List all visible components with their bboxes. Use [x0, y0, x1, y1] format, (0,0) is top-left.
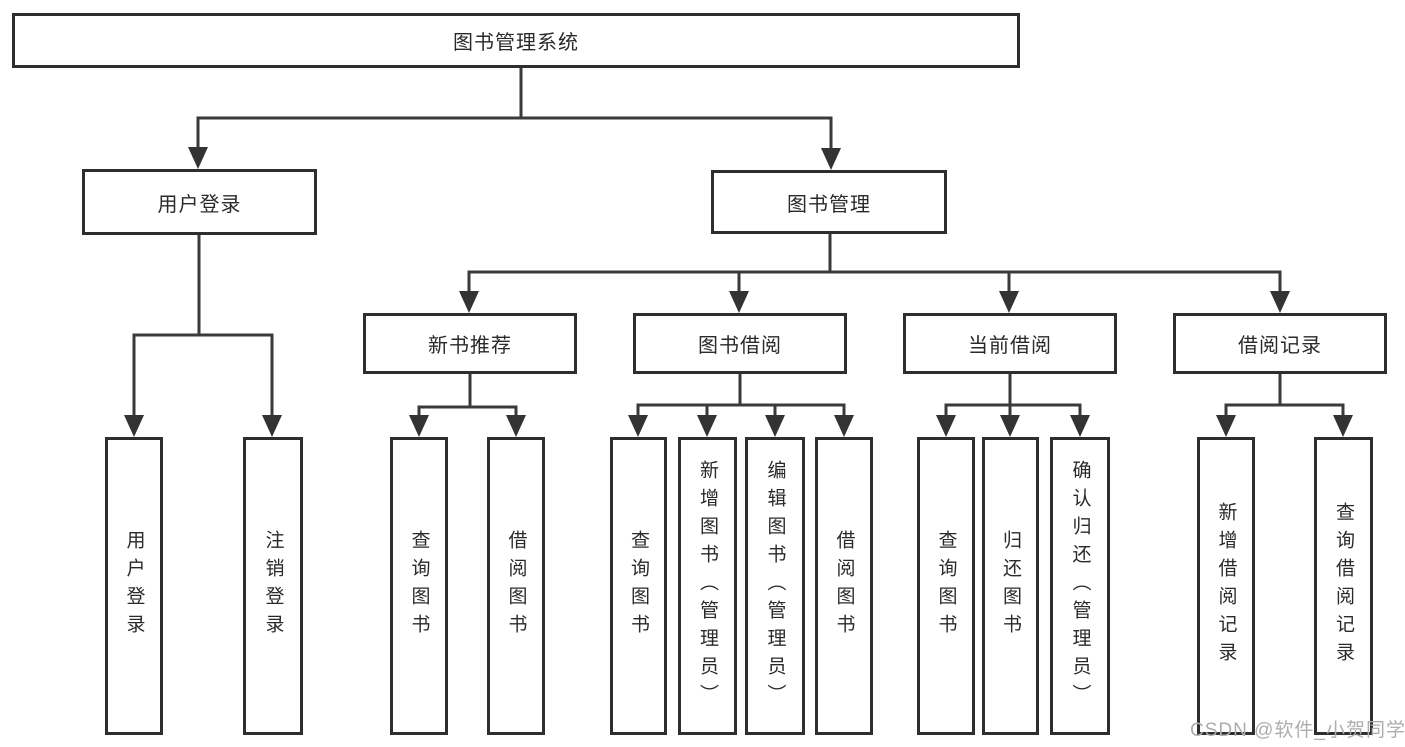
- node-bb-edit-books-admin: 编辑图书（管理员）: [745, 437, 805, 735]
- node-nb-query-books: 查询图书: [390, 437, 448, 735]
- node-label: 查询借阅记录: [1333, 502, 1354, 670]
- node-borrow-records: 借阅记录: [1173, 313, 1387, 374]
- edge-new-book-recommend-to-nb-borrow-books: [468, 374, 526, 437]
- node-book-management-branch: 图书管理: [711, 170, 947, 234]
- node-cb-confirm-return-admin: 确认归还（管理员）: [1050, 437, 1110, 735]
- edge-root-to-user-login: [188, 68, 523, 169]
- node-library-management-system: 图书管理系统: [12, 13, 1020, 68]
- node-label: 用户登录: [123, 530, 145, 642]
- edge-user-login-to-leaf-logout: [197, 235, 282, 437]
- node-leaf-user-login: 用户登录: [105, 437, 163, 735]
- node-nb-borrow-books: 借阅图书: [487, 437, 545, 735]
- edge-current-borrow-to-cb-confirm-return: [1008, 374, 1090, 437]
- node-label: 新增借阅记录: [1215, 502, 1237, 670]
- edge-user-login-to-leaf-user-login: [124, 235, 201, 437]
- node-label: 确认归还（管理员）: [1069, 460, 1091, 712]
- node-label: 归还图书: [1000, 530, 1021, 642]
- edge-book-management-to-book-borrow: [729, 234, 832, 313]
- node-bb-add-books-admin: 新增图书（管理员）: [678, 437, 737, 735]
- node-label: 注销登录: [262, 530, 284, 642]
- node-cb-query-books: 查询图书: [917, 437, 975, 735]
- edge-borrow-records-to-br-add-record: [1216, 374, 1282, 437]
- node-bb-borrow-books: 借阅图书: [815, 437, 873, 735]
- node-new-book-recommend: 新书推荐: [363, 313, 577, 374]
- edge-current-borrow-to-cb-query-books: [936, 374, 1012, 437]
- node-label: 查询图书: [935, 530, 957, 642]
- node-label: 查询图书: [408, 530, 430, 642]
- node-book-borrow: 图书借阅: [633, 313, 847, 374]
- node-user-login-branch: 用户登录: [82, 169, 317, 235]
- edge-new-book-recommend-to-nb-query-books: [409, 374, 472, 437]
- node-label: 编辑图书（管理员）: [764, 460, 786, 712]
- node-current-borrow: 当前借阅: [903, 313, 1117, 374]
- edge-borrow-records-to-br-query-record: [1278, 374, 1353, 437]
- node-label: 借阅图书: [833, 530, 855, 642]
- node-label: 借阅图书: [505, 530, 527, 642]
- node-br-query-borrow-record: 查询借阅记录: [1314, 437, 1373, 735]
- node-bb-query-books: 查询图书: [610, 437, 667, 735]
- node-label: 新增图书（管理员）: [697, 460, 718, 712]
- watermark-text: CSDN @软件_小贺同学: [1190, 720, 1405, 741]
- edge-book-borrow-to-bb-borrow-books: [738, 374, 854, 437]
- node-label: 查询图书: [628, 530, 649, 642]
- edge-book-management-to-borrow-records: [828, 234, 1290, 313]
- node-cb-return-books: 归还图书: [982, 437, 1039, 735]
- node-br-add-borrow-record: 新增借阅记录: [1197, 437, 1255, 735]
- edge-root-to-book-management: [519, 68, 841, 170]
- node-leaf-logout-login: 注销登录: [243, 437, 303, 735]
